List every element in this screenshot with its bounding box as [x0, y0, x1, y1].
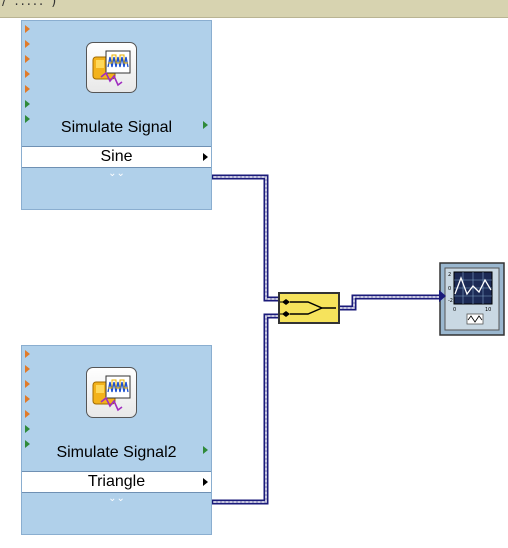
input-terminal[interactable] [25, 410, 30, 418]
waveform-graph-terminal[interactable]: 2 0 -2 0 10 [437, 260, 508, 338]
output-arrow-icon[interactable] [203, 153, 208, 161]
output-arrow-icon[interactable] [203, 478, 208, 486]
input-terminal[interactable] [25, 40, 30, 48]
input-terminal[interactable] [25, 350, 30, 358]
svg-text:0: 0 [448, 286, 451, 292]
input-terminal[interactable] [25, 380, 30, 388]
express-vi-simulate-signal[interactable]: Simulate Signal Sine ⌄⌄ [21, 20, 212, 210]
input-terminal[interactable] [25, 115, 30, 123]
wire-merge-to-graph[interactable] [337, 294, 443, 311]
top-toolbar: / ..... ) [0, 0, 508, 18]
input-terminal[interactable] [25, 25, 30, 33]
wire-triangle-to-merge[interactable] [211, 313, 285, 505]
simulate-signal-icon [86, 367, 137, 418]
simulate-signal-icon [86, 42, 137, 93]
merge-signals-node[interactable] [278, 292, 340, 324]
svg-text:0: 0 [453, 307, 456, 313]
input-terminal[interactable] [25, 365, 30, 373]
output-terminal[interactable] [203, 121, 208, 129]
node-title: Simulate Signal2 [56, 444, 177, 461]
input-terminal[interactable] [25, 70, 30, 78]
expand-chevron-icon[interactable]: ⌄⌄ [108, 493, 125, 504]
mode-selector[interactable]: Sine [22, 146, 211, 168]
mode-selector[interactable]: Triangle [22, 471, 211, 493]
input-terminal[interactable] [25, 425, 30, 433]
mode-label: Sine [100, 148, 133, 165]
svg-text:-2: -2 [448, 298, 453, 304]
expand-chevron-icon[interactable]: ⌄⌄ [108, 168, 125, 179]
wire-sine-to-merge[interactable] [211, 174, 285, 302]
toolbar-text: / ..... ) [2, 0, 59, 9]
output-terminal[interactable] [203, 446, 208, 454]
input-terminal[interactable] [25, 100, 30, 108]
mode-label: Triangle [87, 473, 146, 490]
waveform-graph-icon: 2 0 -2 0 10 [439, 262, 505, 336]
input-terminal[interactable] [25, 85, 30, 93]
input-terminal[interactable] [25, 395, 30, 403]
input-terminal[interactable] [25, 440, 30, 448]
node-title: Simulate Signal [60, 119, 173, 136]
svg-text:10: 10 [485, 307, 491, 313]
input-terminal[interactable] [25, 55, 30, 63]
merge-signals-icon [280, 299, 336, 317]
express-vi-simulate-signal2[interactable]: Simulate Signal2 Triangle ⌄⌄ [21, 345, 212, 535]
svg-text:2: 2 [448, 272, 451, 278]
